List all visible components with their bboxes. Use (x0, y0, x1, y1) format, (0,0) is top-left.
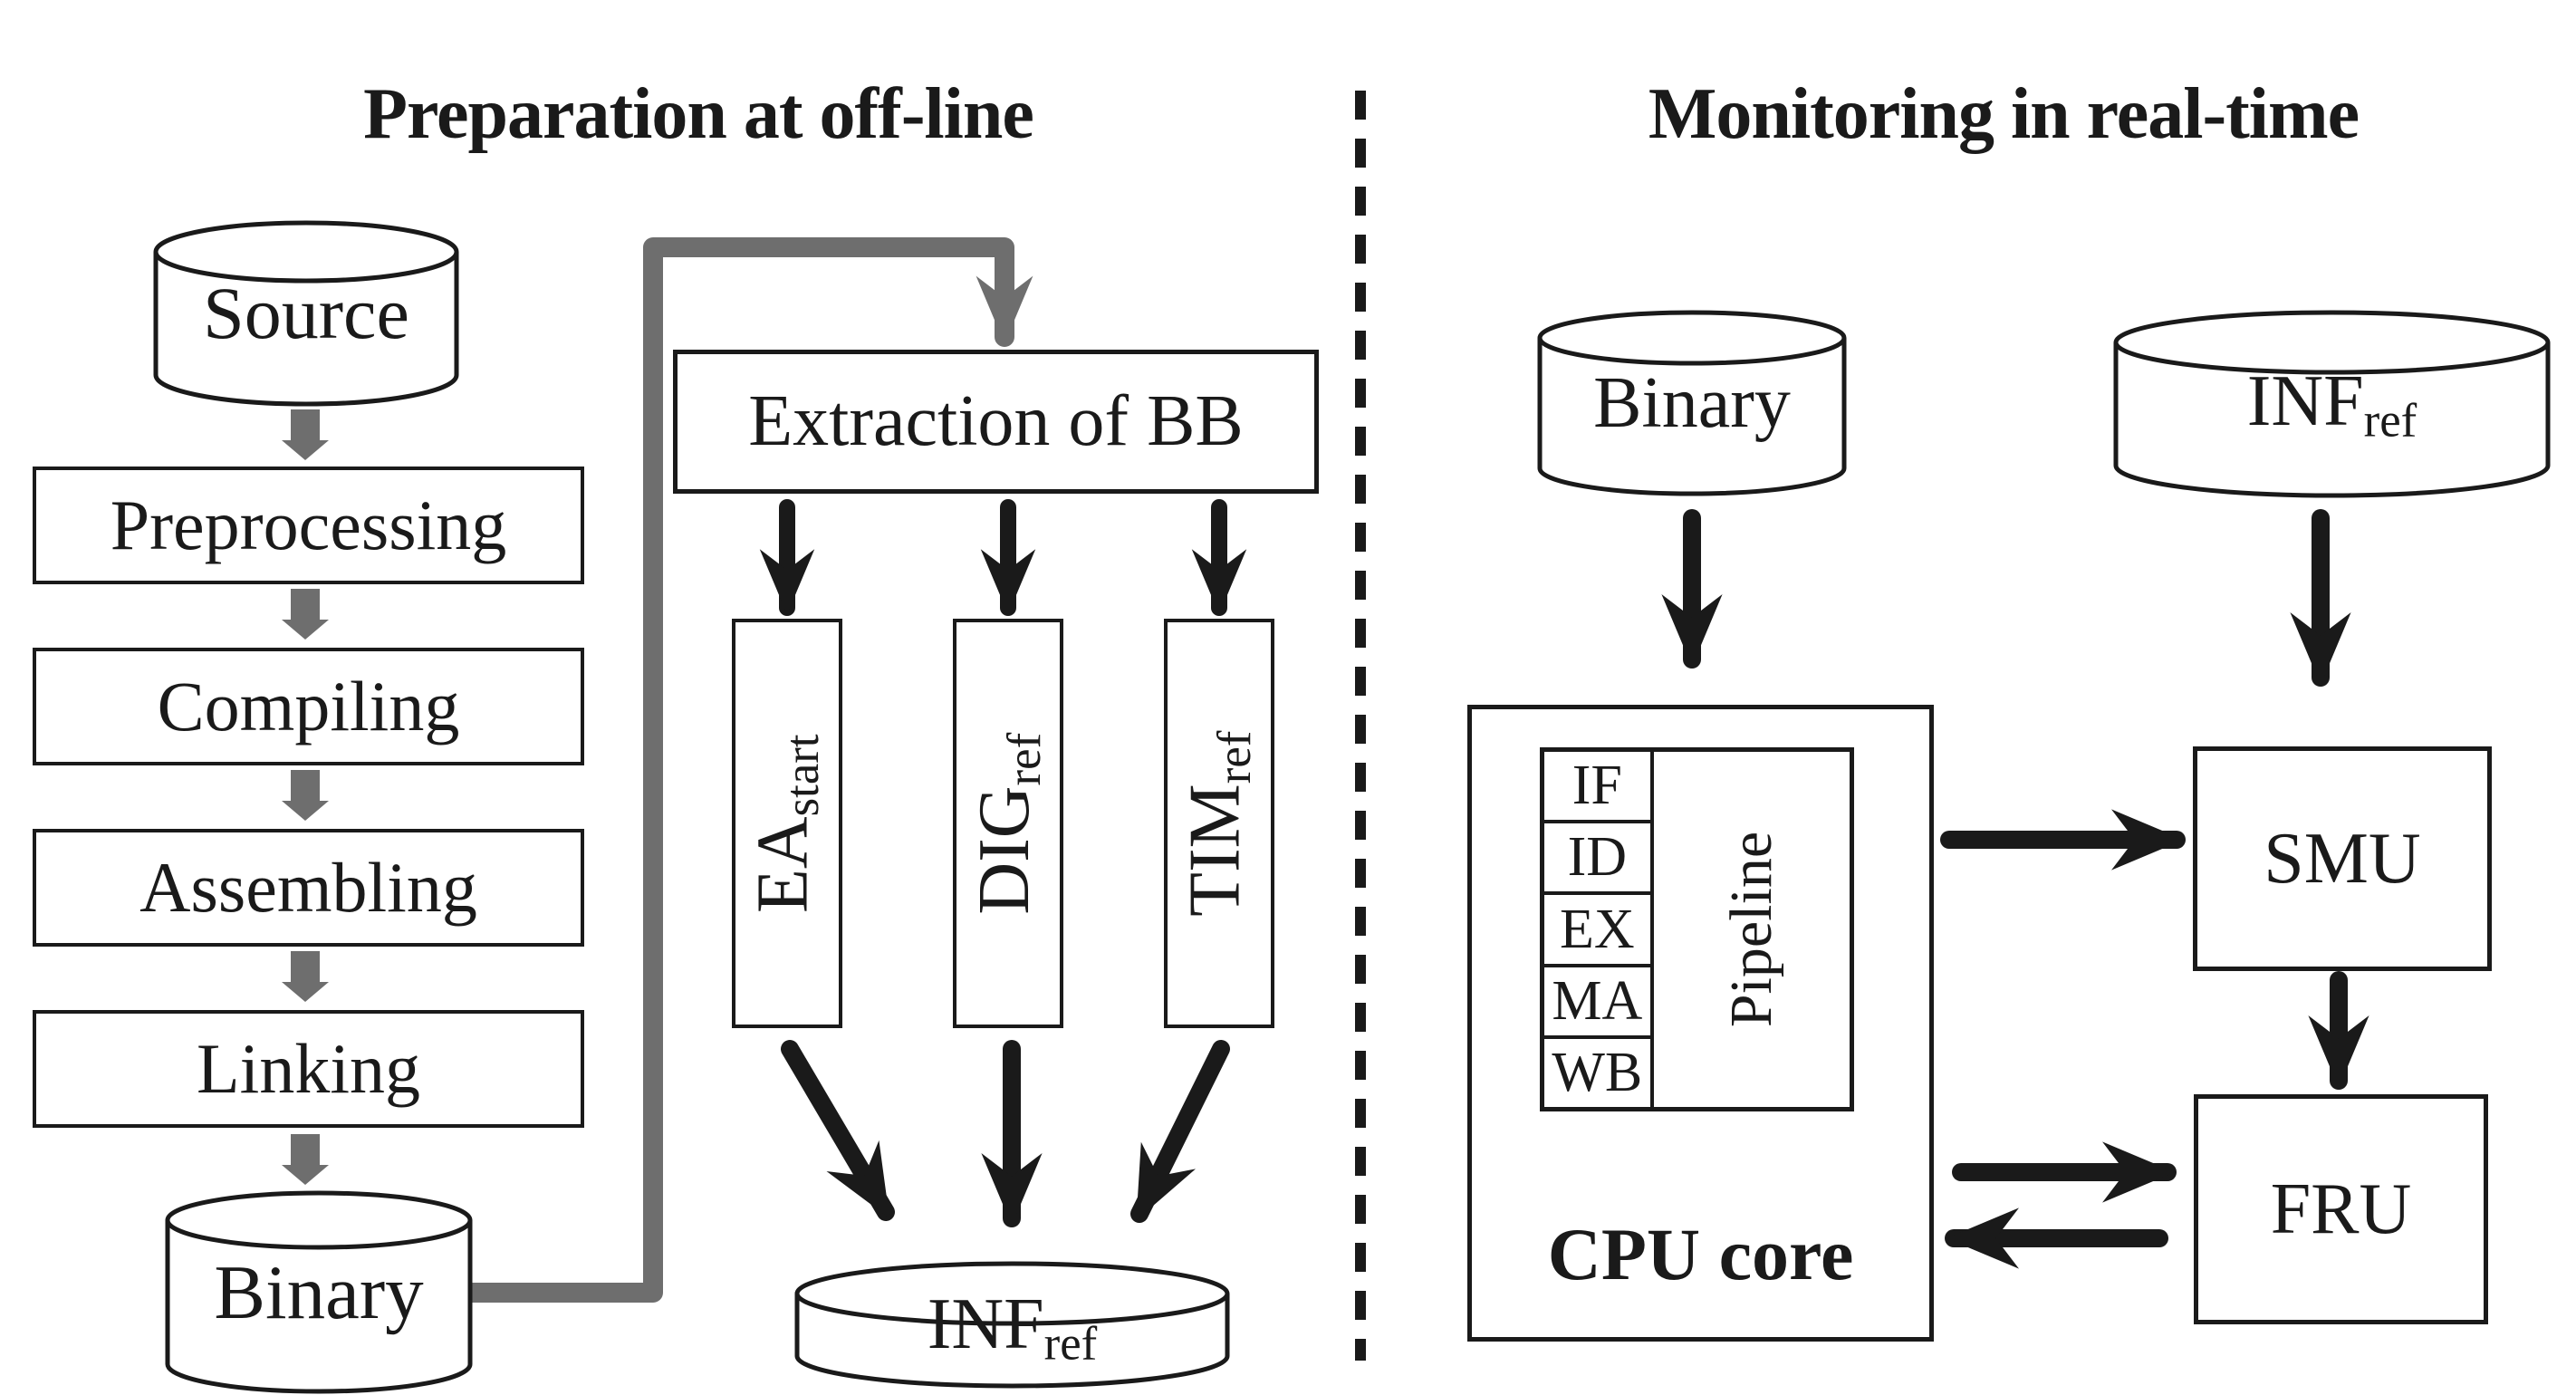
realtime-binary-label: Binary (1593, 362, 1791, 443)
step-box-linking: Linking (33, 1010, 584, 1128)
output-label-ea-sub: start (776, 734, 830, 817)
step-label-linking: Linking (197, 1029, 420, 1108)
offline-binary-label: Binary (214, 1249, 424, 1335)
output-label-tim-ref: TIMref (1175, 730, 1262, 917)
arrow-tim-to-inf (1130, 1040, 1230, 1223)
step-label-compiling: Compiling (157, 667, 460, 746)
pipeline-stages: IF ID EX MA WB (1544, 752, 1650, 1107)
realtime-inf-label: INFref (2116, 313, 2548, 495)
realtime-arrows (1661, 509, 2369, 1269)
realtime-binary-cylinder-top (1537, 310, 1847, 366)
fru-box: FRU (2194, 1094, 2488, 1324)
arrow-ea-to-inf (781, 1040, 895, 1221)
pipeline-label: Pipeline (1717, 831, 1784, 1028)
output-box-tim-ref: TIMref (1164, 619, 1274, 1028)
arrow-preprocessing-to-compiling (282, 589, 329, 640)
output-label-tim-sub: ref (1208, 730, 1262, 784)
output-label-tim-main: TIM (1175, 783, 1255, 917)
realtime-inf-main: INF (2246, 361, 2364, 441)
source-cylinder-body (153, 252, 459, 407)
fru-label: FRU (2270, 1169, 2412, 1249)
step-label-assembling: Assembling (139, 848, 477, 927)
offline-inf-label: INFref (797, 1268, 1227, 1386)
pipeline-stage-wb: WB (1552, 1041, 1643, 1103)
realtime-section-title: Monitoring in real-time (1648, 74, 2360, 154)
step-box-preprocessing: Preprocessing (33, 467, 584, 584)
cpu-core-label: CPU core (1547, 1213, 1854, 1295)
offline-binary-cylinder-body (165, 1220, 473, 1394)
extraction-label: Extraction of BB (748, 381, 1244, 461)
arrow-compiling-to-assembling (282, 770, 329, 821)
offline-binary-cylinder-top (165, 1190, 473, 1250)
realtime-inf-cylinder-body (2113, 342, 2551, 498)
source-cylinder-top (153, 220, 459, 284)
offline-chain-arrows (282, 409, 329, 1185)
pipeline-table: IF ID EX MA WB Pipeline (1540, 747, 1854, 1111)
output-box-ea-start: EAstart (732, 619, 842, 1028)
extraction-box: Extraction of BB (673, 350, 1319, 494)
output-label-dig-main: DIG (964, 785, 1044, 915)
realtime-binary-cylinder-body (1537, 338, 1847, 496)
binary-to-extraction-connector (443, 237, 1033, 1303)
offline-inf-sub: ref (1043, 1317, 1098, 1371)
pipeline-stage-id: ID (1544, 823, 1650, 896)
pipeline-side-column: Pipeline (1649, 752, 1850, 1107)
output-label-ea-main: EA (743, 816, 823, 913)
pipeline-stage-ex: EX (1544, 895, 1650, 967)
source-label: Source (203, 272, 409, 354)
arrow-source-to-preprocessing (282, 409, 329, 460)
pipeline-stage-if: IF (1544, 752, 1650, 824)
step-box-compiling: Compiling (33, 648, 584, 765)
output-label-dig-sub: ref (997, 732, 1051, 786)
datastore-cylinders (153, 220, 2551, 1394)
pipeline-stage-ma: MA (1544, 967, 1650, 1039)
offline-inf-cylinder-top (794, 1261, 1230, 1326)
arrow-linking-to-binary (282, 1134, 329, 1185)
outputs-to-inf-arrows (781, 1040, 1230, 1227)
smu-label: SMU (2264, 818, 2421, 899)
step-box-assembling: Assembling (33, 829, 584, 947)
smu-box: SMU (2193, 746, 2492, 971)
step-label-preprocessing: Preprocessing (110, 486, 507, 564)
offline-section-title: Preparation at off-line (363, 74, 1034, 154)
output-label-dig-ref: DIGref (964, 732, 1051, 915)
offline-inf-main: INF (927, 1284, 1044, 1364)
extraction-output-arrows (759, 499, 1247, 616)
arrow-assembling-to-linking (282, 951, 329, 1002)
realtime-inf-sub: ref (2363, 394, 2417, 447)
realtime-inf-cylinder-top (2113, 310, 2551, 375)
output-box-dig-ref: DIGref (953, 619, 1063, 1028)
output-label-ea-start: EAstart (743, 734, 830, 913)
